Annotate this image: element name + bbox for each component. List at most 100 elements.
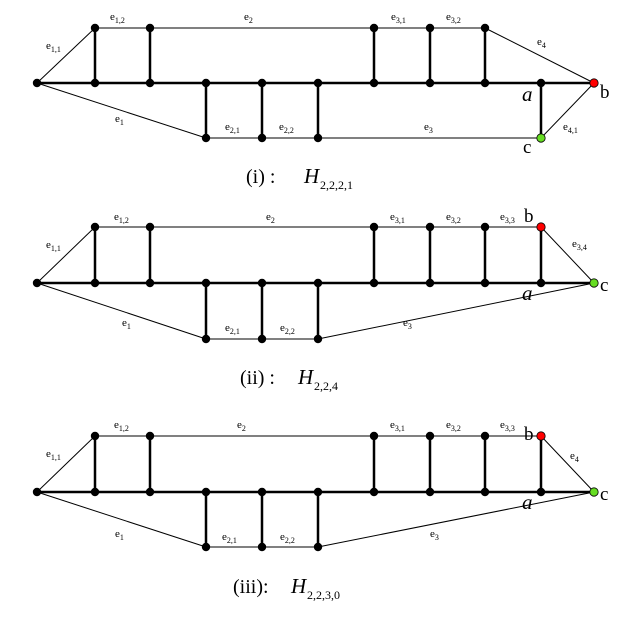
edge-label-base: e <box>115 113 120 125</box>
vertex-label-c: c <box>523 137 531 158</box>
vertex-label-a: a <box>522 281 533 305</box>
edge-label-subscript: 1,2 <box>119 424 129 433</box>
edge-label: e1,1 <box>46 40 61 54</box>
edge-label-subscript: 3,2 <box>451 16 461 25</box>
edge-label-subscript: 3,1 <box>395 424 405 433</box>
vertex <box>201 133 211 143</box>
vertex <box>369 487 379 497</box>
vertex <box>32 487 42 497</box>
edge-label-base: e <box>446 211 451 223</box>
edge-label: e4 <box>570 450 579 464</box>
vertex <box>425 222 435 232</box>
vertex <box>257 334 267 344</box>
edge-label-subscript: 1,1 <box>51 244 61 253</box>
vertex <box>145 487 155 497</box>
vertex-label-c: c <box>600 484 608 505</box>
vertex-b <box>536 431 546 441</box>
edge-label-subscript: 3,3 <box>505 216 515 225</box>
edge-label-base: e <box>390 419 395 431</box>
edge-label: e1 <box>115 528 124 542</box>
edge-label-base: e <box>225 322 230 334</box>
edge-label-base: e <box>46 40 51 52</box>
edge-label-base: e <box>391 11 396 23</box>
edge-label-subscript: 4 <box>542 41 546 50</box>
vertex <box>257 487 267 497</box>
vertex <box>257 133 267 143</box>
edge-label-base: e <box>403 317 408 329</box>
graph-subscript: 2,2,2,1 <box>320 178 353 192</box>
edge-label-base: e <box>46 448 51 460</box>
vertex <box>480 431 490 441</box>
edge-label-base: e <box>225 121 230 133</box>
edge-b-c <box>540 435 595 493</box>
edge-label-subscript: 2,2 <box>285 536 295 545</box>
graph-subscript: 2,2,4 <box>314 379 338 393</box>
edge-label-base: e <box>237 419 242 431</box>
edge-label-subscript: 3,2 <box>451 424 461 433</box>
vertex-c <box>589 487 599 497</box>
edge-label: e4 <box>537 36 546 50</box>
edge-label: e4,1 <box>563 121 578 135</box>
vertex <box>369 23 379 33</box>
edge-label-subscript: 1 <box>120 533 124 542</box>
edge-label: e2 <box>244 11 253 25</box>
edge-left-top <box>36 226 96 284</box>
vertex <box>201 487 211 497</box>
vertex <box>480 278 490 288</box>
edge-label: e2,2 <box>280 322 295 336</box>
edge-label-base: e <box>115 528 120 540</box>
vertex <box>536 278 546 288</box>
edge-label-subscript: 3,1 <box>395 216 405 225</box>
edge-label: e3 <box>430 528 439 542</box>
edge-label-subscript: 1,1 <box>51 45 61 54</box>
vertex <box>257 78 267 88</box>
edge-c-b <box>540 82 595 139</box>
vertex <box>201 542 211 552</box>
edge-label: e3,1 <box>390 419 405 433</box>
edge-label: e3,2 <box>446 11 461 25</box>
edge-left-top <box>36 27 96 84</box>
vertex <box>369 278 379 288</box>
vertex-label-b: b <box>524 206 534 227</box>
edge-label-subscript: 3,3 <box>505 424 515 433</box>
vertex <box>90 222 100 232</box>
graph-subscript: 2,2,3,0 <box>307 588 340 602</box>
vertex <box>425 78 435 88</box>
caption-label: (ii) : <box>240 367 275 389</box>
edge-label-subscript: 3,1 <box>396 16 406 25</box>
edge-label-subscript: 1 <box>120 118 124 127</box>
edge-label-subscript: 3,2 <box>451 216 461 225</box>
edge-to-c <box>317 491 595 548</box>
edge-label: e1,2 <box>110 11 125 25</box>
edge-label: e3,2 <box>446 211 461 225</box>
edge-label: e2,2 <box>280 531 295 545</box>
vertex <box>313 334 323 344</box>
edge-b-c <box>540 226 595 284</box>
vertex-label-a: a <box>522 82 533 106</box>
vertex <box>257 278 267 288</box>
edge-label-base: e <box>446 11 451 23</box>
graph-name: H <box>290 574 308 598</box>
edge-left-top <box>36 435 96 493</box>
vertex <box>536 487 546 497</box>
edge-label-base: e <box>266 211 271 223</box>
vertex <box>201 278 211 288</box>
vertex <box>32 278 42 288</box>
edge-label-base: e <box>110 11 115 23</box>
vertex <box>90 431 100 441</box>
edge-label-subscript: 3 <box>408 322 412 331</box>
vertex <box>369 78 379 88</box>
vertex <box>145 431 155 441</box>
edge-label-subscript: 4,1 <box>568 126 578 135</box>
edge-label-subscript: 3,4 <box>577 243 587 252</box>
vertex <box>480 23 490 33</box>
edge-label-subscript: 1,1 <box>51 453 61 462</box>
edge-label-subscript: 3 <box>429 126 433 135</box>
edge-label-base: e <box>114 211 119 223</box>
edge-label: e1 <box>122 317 131 331</box>
vertex <box>536 78 546 88</box>
edge-label-base: e <box>390 211 395 223</box>
